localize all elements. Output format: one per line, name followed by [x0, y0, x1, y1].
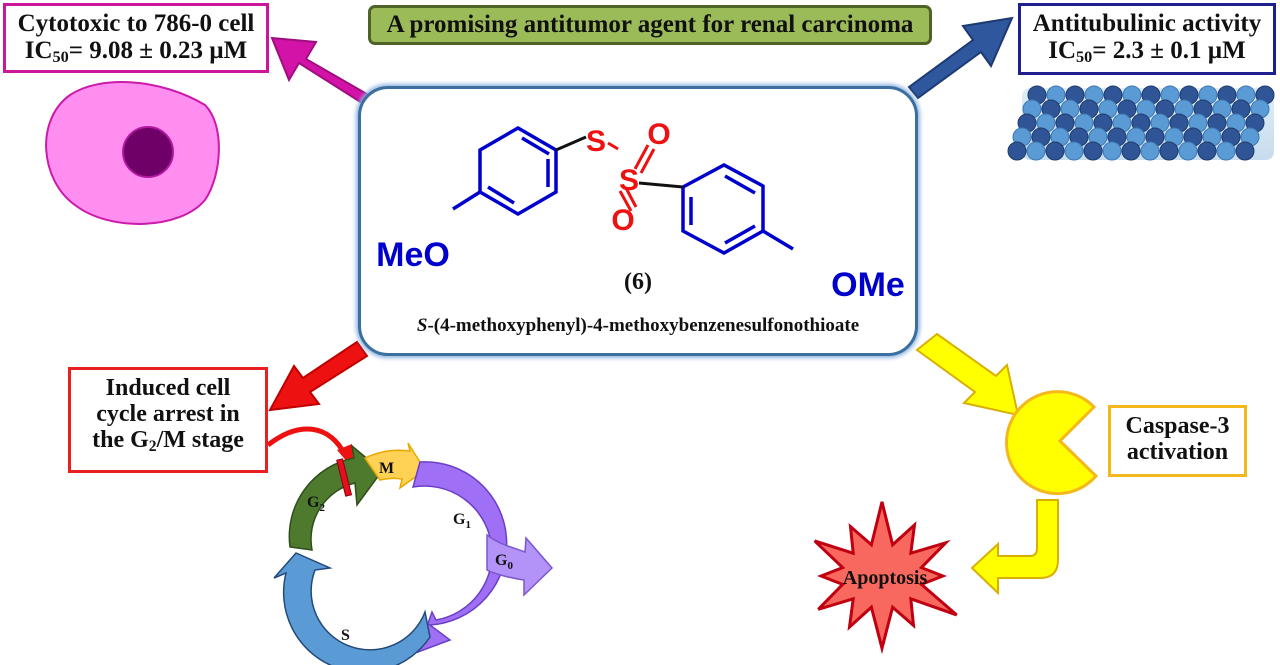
molecule-structure: S S O O MeO OMe	[376, 118, 905, 304]
cell-cycle-line3: the G2/M stage	[92, 426, 244, 455]
tubulin-subunit	[1064, 141, 1084, 161]
apoptosis-burst: Apoptosis	[813, 501, 958, 655]
tubulin-subunit	[1216, 141, 1236, 161]
phase-g2-label: G2	[307, 494, 325, 514]
caspase-box: Caspase-3 activation	[1108, 405, 1247, 477]
caspase-enzyme-icon	[1004, 390, 1099, 496]
sulfonyl-oxygen-bottom: O	[611, 204, 634, 237]
title-text: A promising antitumor agent for renal ca…	[386, 11, 914, 38]
tubulin-subunit	[1159, 141, 1179, 161]
arrow-to-apoptosis	[970, 499, 1059, 596]
arrow-to-cell-cycle	[268, 340, 369, 412]
thio-sulfur-atom: S	[586, 125, 606, 158]
tubulin-subunit	[1045, 141, 1065, 161]
phase-g1-label: G1	[453, 511, 471, 531]
methoxy-right-label: OMe	[831, 266, 905, 304]
tubulin-subunit	[1083, 141, 1103, 161]
cell-cycle-arrest-box: Induced cell cycle arrest in the G2/M st…	[68, 367, 268, 473]
arrow-to-cytotoxic	[270, 36, 374, 105]
tubulin-subunit	[1121, 141, 1141, 161]
caspase-line1: Caspase-3	[1125, 413, 1230, 439]
arrow-to-antitubulin	[907, 16, 1014, 100]
arrest-marker	[336, 458, 353, 497]
sulfonyl-sulfur-atom: S	[619, 164, 639, 197]
antitubulin-ic50: IC50= 2.3 ± 0.1 µM	[1048, 37, 1246, 67]
tubulin-subunit	[1102, 141, 1122, 161]
compound-panel: S S O O MeO OMe (6) S-(4-methoxyphenyl)-…	[358, 86, 918, 356]
cell-cycle-line2: cycle arrest in	[96, 400, 240, 427]
methoxy-left-label: MeO	[376, 236, 450, 274]
cell-cycle-line1: Induced cell	[105, 375, 231, 401]
cancer-cell-illustration	[45, 81, 220, 225]
tubulin-subunit	[1007, 141, 1027, 161]
phase-s-arrow	[273, 552, 431, 665]
phase-s-label: S	[341, 627, 350, 644]
tubulin-subunit	[1140, 141, 1160, 161]
apoptosis-label: Apoptosis	[843, 567, 928, 589]
phase-g1-arrow	[411, 461, 508, 654]
compound-number: (6)	[624, 269, 652, 295]
cytotoxic-ic50: IC50= 9.08 ± 0.23 µM	[24, 37, 248, 67]
phase-g0-arrow	[486, 533, 554, 597]
antitubulin-line1: Antitubulinic activity	[1032, 10, 1262, 37]
cytotoxic-line1: Cytotoxic to 786-0 cell	[17, 10, 255, 37]
tubulin-subunit	[1197, 141, 1217, 161]
tubulin-subunit	[1026, 141, 1046, 161]
tubulin-subunit	[1178, 141, 1198, 161]
phase-g0-label: G0	[495, 552, 513, 572]
microtubule-illustration	[1007, 85, 1275, 161]
antitubulin-box: Antitubulinic activity IC50= 2.3 ± 0.1 µ…	[1018, 3, 1276, 75]
tubulin-subunit	[1235, 141, 1255, 161]
compound-name: S-(4-methoxyphenyl)-4-methoxybenzenesulf…	[416, 315, 860, 336]
sulfonyl-oxygen-top: O	[647, 118, 670, 151]
cell-cycle-diagram: M G2 G1 G0 S	[273, 442, 554, 665]
title-banner: A promising antitumor agent for renal ca…	[368, 5, 932, 45]
phase-g2-arrow	[288, 444, 384, 551]
phase-m-label: M	[379, 460, 394, 477]
arrow-to-caspase	[915, 332, 1020, 417]
cytotoxic-box: Cytotoxic to 786-0 cell IC50= 9.08 ± 0.2…	[3, 3, 269, 73]
caspase-line2: activation	[1126, 438, 1229, 465]
phase-m-arrow	[363, 442, 427, 490]
